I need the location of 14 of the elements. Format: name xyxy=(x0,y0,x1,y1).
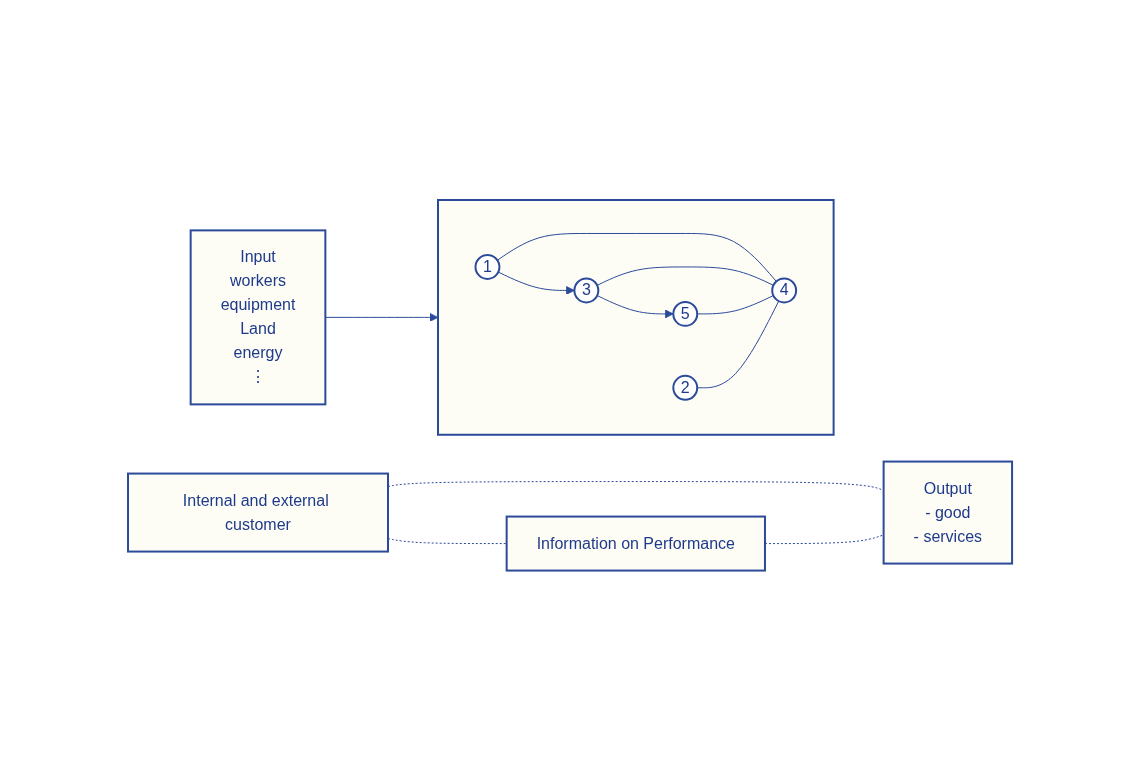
connector xyxy=(596,266,774,286)
node-circle: 2 xyxy=(672,375,699,401)
node-circle: 5 xyxy=(672,301,699,328)
arrow xyxy=(497,271,575,296)
node-box: Input workers equipment Land energy ⋮ xyxy=(189,229,327,406)
cluster xyxy=(436,199,835,436)
node-circle: 3 xyxy=(573,277,600,304)
node-box: Information on Performance xyxy=(505,515,766,572)
connector xyxy=(496,233,777,283)
node-circle: 1 xyxy=(474,254,501,281)
arrow xyxy=(596,295,674,319)
node-box: Output - good - services xyxy=(882,460,1013,565)
node-box: Internal and external customer xyxy=(126,472,389,553)
node-circle: 4 xyxy=(771,277,798,304)
